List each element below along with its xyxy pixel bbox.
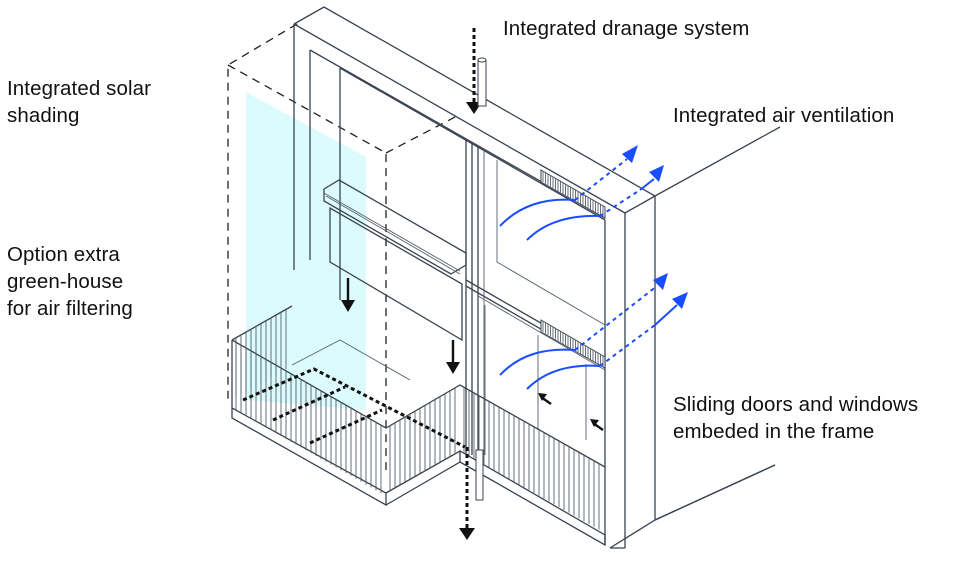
slide-arrow-icon xyxy=(590,419,599,427)
shading-down-arrow-icon xyxy=(446,362,460,374)
solar-shading-box xyxy=(323,179,467,342)
label-solar-shading: Integrated solar shading xyxy=(7,77,152,127)
airflow-arrow-icon xyxy=(649,165,664,182)
balcony xyxy=(231,305,606,547)
shading-down-arrow-icon xyxy=(341,300,355,312)
vent-grille-lower xyxy=(540,319,606,369)
main-frame xyxy=(293,6,781,549)
callout-line xyxy=(654,464,776,521)
airflow-arrow-icon xyxy=(622,145,638,163)
airflow-arrow-icon xyxy=(653,273,668,290)
label-drainage-system: Integrated dranage system xyxy=(503,17,750,40)
label-greenhouse: Option extra green-house for air filteri… xyxy=(7,243,133,320)
glass-tint xyxy=(246,92,366,410)
greenhouse-outline xyxy=(227,23,458,470)
label-sliding-doors: Sliding doors and windows embeded in the… xyxy=(673,393,919,443)
vent-grille-upper xyxy=(540,169,606,219)
slide-arrow-icon xyxy=(538,393,547,401)
drainage-arrow-icon xyxy=(459,528,475,540)
shading-down-arrows xyxy=(341,278,460,374)
airflow-arrow-icon xyxy=(672,292,688,309)
label-air-ventilation: Integrated air ventilation xyxy=(673,104,895,127)
airflow-arrows xyxy=(499,145,688,390)
drainage-path xyxy=(242,28,487,540)
slide-arrows xyxy=(538,393,604,431)
